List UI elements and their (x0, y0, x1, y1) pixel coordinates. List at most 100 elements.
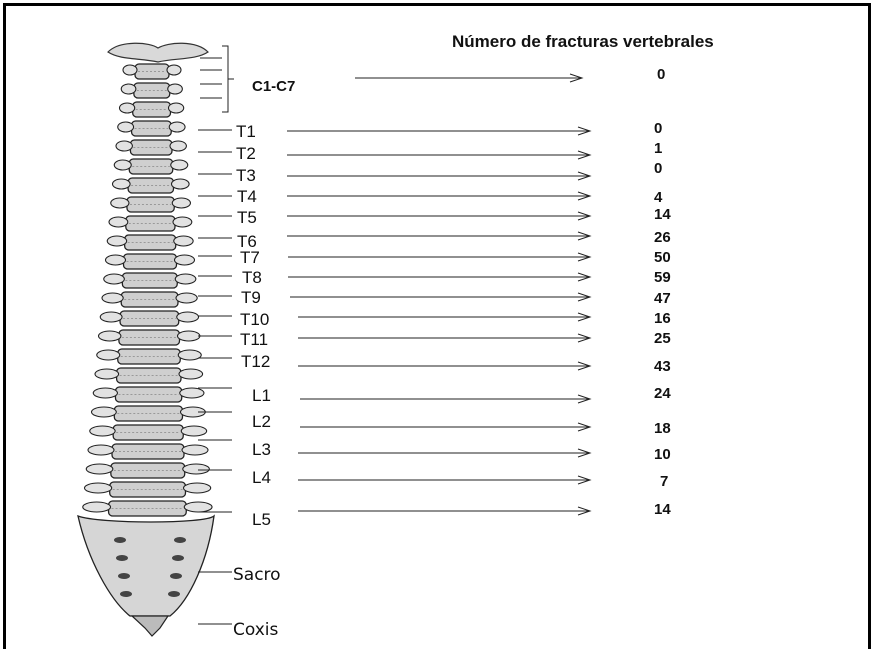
spine-illustration (78, 43, 214, 636)
transverse-process-right (178, 331, 200, 341)
vertebra-body (134, 83, 170, 98)
level-label-l5: L5 (252, 510, 271, 530)
sacral-foramen (116, 555, 128, 561)
sacral-foramen (118, 573, 130, 579)
sacral-foramen (168, 591, 180, 597)
fracture-count-t7: 50 (654, 249, 671, 266)
coccyx-bone (132, 616, 168, 636)
sacral-foramen (120, 591, 132, 597)
transverse-process-left (97, 350, 120, 360)
transverse-process-left (102, 293, 123, 303)
transverse-process-right (174, 236, 193, 246)
level-label-t1: T1 (236, 122, 256, 142)
transverse-process-right (169, 122, 185, 132)
fracture-count-t8: 59 (654, 269, 671, 286)
level-label-t10: T10 (240, 310, 269, 330)
transverse-process-right (173, 217, 192, 227)
transverse-process-left (100, 312, 122, 322)
fracture-count-t10: 16 (654, 310, 671, 327)
transverse-process-left (109, 217, 128, 227)
transverse-process-right (175, 255, 195, 265)
transverse-process-right (170, 141, 186, 151)
fracture-count-t6: 26 (654, 229, 671, 246)
coccyx-label: Coxis (233, 620, 278, 640)
sacral-foramen (170, 573, 182, 579)
transverse-process-right (182, 445, 208, 455)
fracture-count-t12: 43 (654, 358, 671, 375)
sacral-foramen (174, 537, 186, 543)
transverse-process-left (113, 179, 131, 189)
fracture-count-t5: 14 (654, 206, 671, 223)
transverse-process-right (178, 350, 201, 360)
fracture-count-l5: 14 (654, 501, 671, 518)
transverse-process-left (106, 255, 126, 265)
transverse-process-right (177, 312, 199, 322)
sacral-foramen (114, 537, 126, 543)
fracture-count-l2: 18 (654, 420, 671, 437)
transverse-process-left (95, 369, 119, 379)
vertebra-body (128, 178, 173, 193)
level-label-t8: T8 (242, 268, 262, 288)
transverse-process-right (167, 65, 181, 75)
transverse-process-left (118, 122, 134, 132)
fracture-count-l4: 7 (660, 473, 668, 490)
transverse-process-left (90, 426, 115, 436)
chart-title: Número de fracturas vertebrales (452, 32, 714, 52)
level-label-l4: L4 (252, 468, 271, 488)
level-label-t4: T4 (237, 187, 257, 207)
cervical-bracket (222, 46, 228, 112)
level-label-t3: T3 (236, 166, 256, 186)
fracture-count-t11: 25 (654, 330, 671, 347)
level-label-l3: L3 (252, 440, 271, 460)
level-label-t12: T12 (241, 352, 270, 372)
transverse-process-left (114, 160, 131, 170)
transverse-process-right (184, 502, 212, 512)
transverse-process-right (171, 160, 188, 170)
vertebra-body (114, 406, 182, 421)
level-label-t2: T2 (236, 144, 256, 164)
level-label-l2: L2 (252, 412, 271, 432)
transverse-process-left (107, 236, 126, 246)
level-label-t7: T7 (240, 248, 260, 268)
transverse-process-right (169, 103, 184, 113)
sacrum-label: Sacro (233, 565, 281, 585)
transverse-process-right (180, 388, 204, 398)
sacral-foramen (172, 555, 184, 561)
fracture-count-l1: 24 (654, 385, 671, 402)
transverse-process-left (83, 502, 111, 512)
transverse-process-left (86, 464, 113, 474)
transverse-process-left (116, 141, 132, 151)
transverse-process-right (183, 464, 210, 474)
cervical-value: 0 (657, 66, 665, 83)
transverse-process-left (123, 65, 137, 75)
cervical-label: C1-C7 (252, 78, 295, 95)
transverse-process-right (168, 84, 183, 94)
transverse-process-right (172, 198, 190, 208)
level-label-l1: L1 (252, 386, 271, 406)
transverse-process-left (88, 445, 114, 455)
transverse-process-left (121, 84, 136, 94)
transverse-process-left (85, 483, 112, 493)
arrows (287, 74, 590, 515)
transverse-process-left (104, 274, 125, 284)
fracture-count-t2: 1 (654, 140, 662, 157)
transverse-process-right (184, 483, 211, 493)
transverse-process-left (92, 407, 117, 417)
transverse-process-left (111, 198, 129, 208)
level-label-t9: T9 (241, 288, 261, 308)
transverse-process-left (120, 103, 135, 113)
atlas-vertebra (108, 43, 208, 62)
sacrum-bone (78, 516, 214, 616)
transverse-process-right (179, 369, 203, 379)
transverse-process-right (172, 179, 190, 189)
fracture-count-t4: 4 (654, 189, 662, 206)
fracture-count-t3: 0 (654, 160, 662, 177)
transverse-process-right (175, 274, 196, 284)
level-label-t11: T11 (240, 330, 268, 350)
fracture-count-l3: 10 (654, 446, 671, 463)
transverse-process-right (181, 426, 206, 436)
transverse-process-right (176, 293, 197, 303)
fracture-count-t1: 0 (654, 120, 662, 137)
level-label-t5: T5 (237, 208, 257, 228)
